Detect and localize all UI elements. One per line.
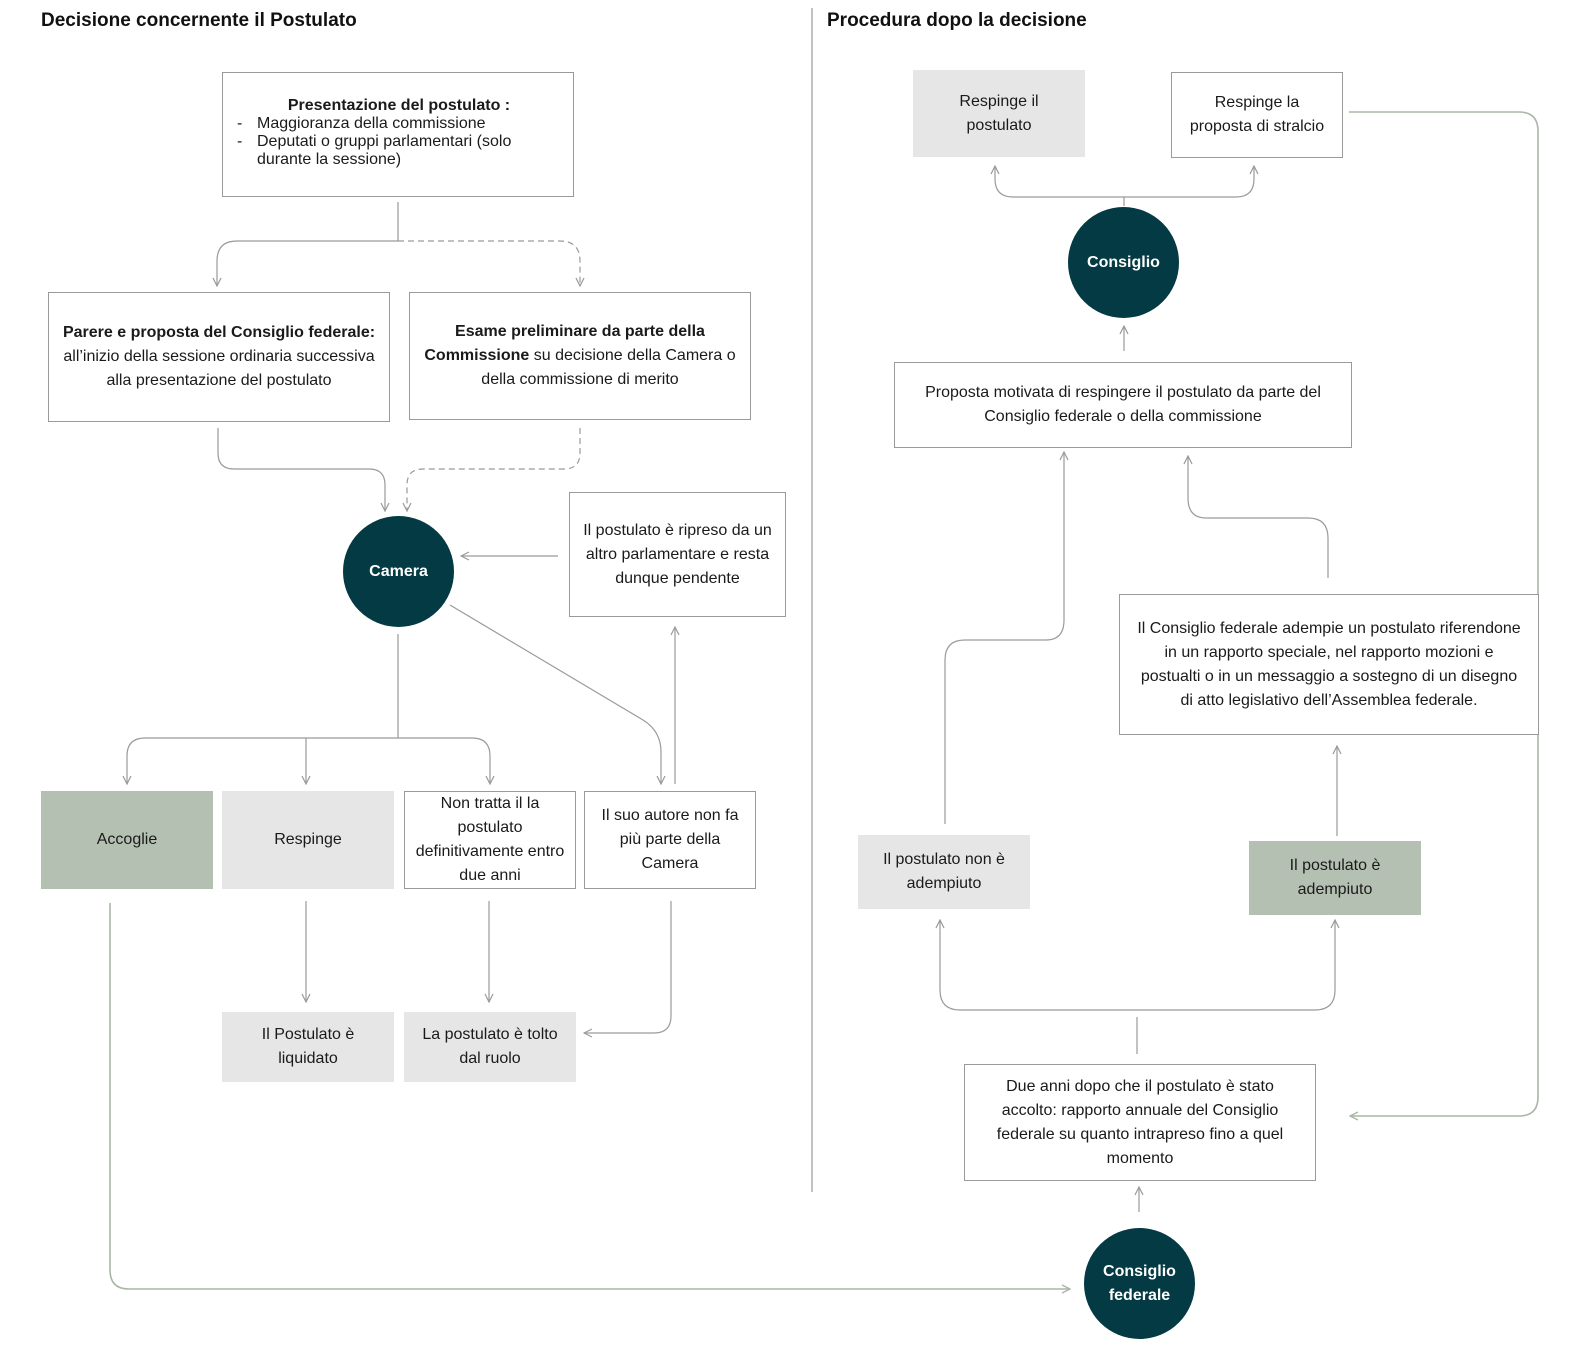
node-esame: Esame preliminare da parte della Commiss…: [409, 292, 751, 420]
connector-to-adempiuto: [1137, 920, 1335, 1011]
node-respinge-postulato: Respinge il postulato: [913, 70, 1085, 157]
left-column-title: Decisione concernente il Postulato: [41, 10, 357, 31]
node-non-tratta: Non tratta il la postulato definitivamen…: [404, 791, 576, 889]
node-tolto: La postulato è tolto dal ruolo: [404, 1012, 576, 1082]
connector-accoglie-consigliofederale: [109, 903, 1070, 1289]
node-parere: Parere e proposta del Consiglio federale…: [48, 292, 390, 422]
presentazione-item: Maggioranza della commissione: [237, 115, 561, 133]
parere-text: all’inizio della sessione ordinaria succ…: [63, 348, 375, 389]
right-column-title: Procedura dopo la decisione: [827, 10, 1087, 31]
connector-cfadempie-proposta: [1188, 456, 1329, 578]
presentazione-list: Maggioranza della commissione Deputati o…: [237, 115, 561, 169]
connector-to-nonadempiuto: [940, 920, 1137, 1011]
node-due-anni: Due anni dopo che il postulato è stato a…: [964, 1064, 1316, 1181]
node-autore: Il suo autore non fa più parte della Cam…: [584, 791, 756, 889]
node-accoglie: Accoglie: [41, 791, 213, 889]
node-ripreso: Il postulato è ripreso da un altro parla…: [569, 492, 786, 617]
connector-to-nontratta: [398, 737, 490, 784]
node-camera: Camera: [343, 516, 454, 627]
node-consiglio-federale: Consiglio federale: [1084, 1228, 1195, 1339]
connector-camera-autore: [449, 604, 661, 784]
esame-text: su decisione della Camera o della commis…: [481, 347, 736, 388]
connector-consiglio-split-r: [1124, 166, 1254, 198]
connector-autore-tolto: [584, 901, 672, 1033]
connector-to-parere: [217, 240, 398, 286]
parere-bold: Parere e proposta del Consiglio federale…: [62, 324, 376, 341]
presentazione-item: Deputati o gruppi parlamentari (solo dur…: [237, 133, 561, 169]
node-respinge-stralcio: Respinge la proposta di stralcio: [1171, 72, 1343, 158]
node-cf-adempie: Il Consiglio federale adempie un postula…: [1119, 594, 1539, 735]
connector-nonadempiuto-proposta: [944, 452, 1064, 824]
node-adempiuto: Il postulato è adempiuto: [1249, 841, 1421, 915]
presentazione-title: Presentazione del postulato :: [287, 97, 511, 114]
connector-to-esame-dashed: [398, 240, 580, 286]
connector-parere-camera: [217, 428, 385, 511]
connector-to-accoglie: [127, 737, 398, 784]
node-non-adempiuto: Il postulato non è adempiuto: [858, 835, 1030, 909]
node-respinge: Respinge: [222, 791, 394, 889]
node-presentazione: Presentazione del postulato : Maggioranz…: [222, 72, 574, 197]
connector-esame-camera-dashed: [407, 428, 581, 511]
esame-bold: Esame preliminare da parte della Commiss…: [424, 323, 705, 364]
connector-consiglio-split: [995, 166, 1124, 198]
node-proposta-motivata: Proposta motivata di respingere il postu…: [894, 362, 1352, 448]
node-consiglio: Consiglio: [1068, 207, 1179, 318]
node-liquidato: Il Postulato è liquidato: [222, 1012, 394, 1082]
